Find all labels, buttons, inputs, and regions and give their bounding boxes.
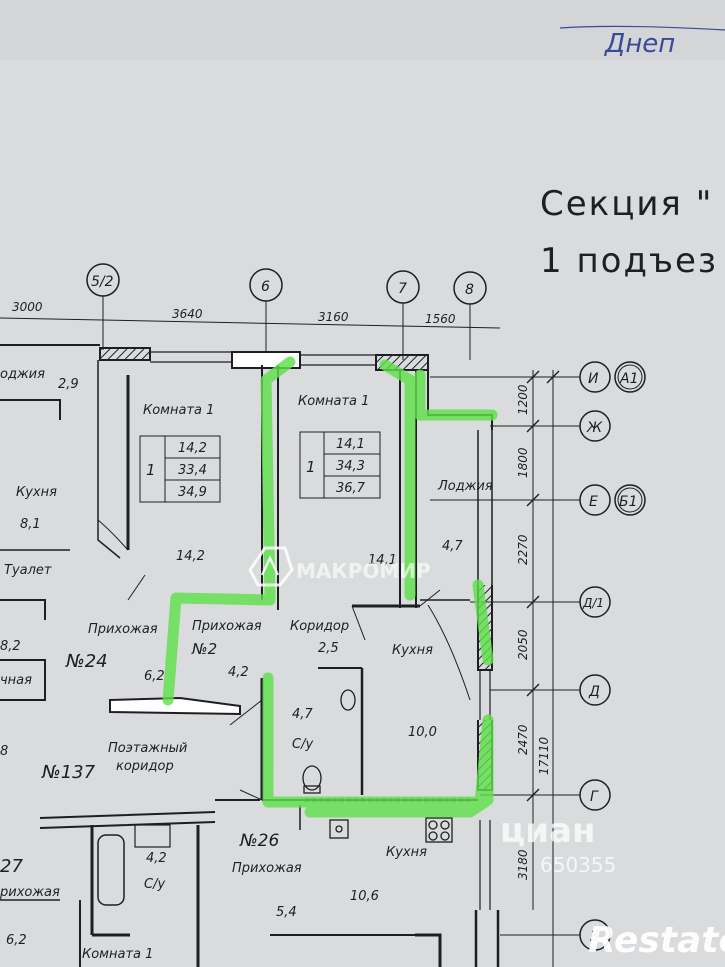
corridor-line-1: Поэтажный <box>108 741 187 756</box>
left-kitchen-label: Кухня <box>16 485 57 500</box>
left-apt-number: №24 <box>65 651 108 672</box>
left-loggia-area: 2,9 <box>58 377 79 392</box>
left-area-62: 6,2 <box>144 669 165 684</box>
restate-watermark: Restate <box>588 920 725 961</box>
axis-lines-top <box>0 296 501 360</box>
dimension-3000: 3000 <box>12 300 43 314</box>
left-kitchen-area: 8,1 <box>20 517 41 532</box>
entrance-title: 1 подъез <box>540 241 718 281</box>
left-bath-label: чная <box>0 673 32 688</box>
left-area-8: 8 <box>0 744 8 759</box>
stove-icon <box>428 820 438 830</box>
axis-label-8: 8 <box>465 282 474 298</box>
apt1-value-1: 14,2 <box>178 441 207 456</box>
apt2-room-count: 1 <box>306 458 316 476</box>
apt2-value-1: 14,1 <box>336 437 365 452</box>
left-toilet-label: Туалет <box>4 563 52 578</box>
corridor-number: №137 <box>41 762 96 783</box>
apt2-number: №2 <box>191 640 217 658</box>
apt1-value-3: 34,9 <box>178 485 207 500</box>
axis-label-e: Е <box>589 494 598 510</box>
apt26-room-label: Комната 1 <box>82 947 153 962</box>
dimension-3180: 3180 <box>516 849 530 880</box>
left-num-27: 27 <box>0 856 23 877</box>
dimension-3640: 3640 <box>172 307 203 321</box>
dimension-2270: 2270 <box>516 534 530 565</box>
dimension-ticks-right <box>526 370 560 802</box>
makromir-text: МАКРОМИР <box>296 559 431 583</box>
section-title: Секция " <box>540 184 713 224</box>
apt26-bath-area: 4,2 <box>146 851 167 866</box>
apt2-loggia-label: Лоджия <box>437 479 493 494</box>
axis-label-3: 3 <box>590 929 599 945</box>
dimension-17110: 17110 <box>537 736 551 775</box>
apt2-table <box>299 431 381 499</box>
dimension-1560: 1560 <box>425 312 456 326</box>
apt1-room-count: 1 <box>146 461 156 479</box>
fixtures <box>302 689 470 843</box>
dimension-1200: 1200 <box>516 384 530 415</box>
axis-label-6: 6 <box>261 279 270 295</box>
axis-label-zh: Ж <box>586 420 603 436</box>
apt1-room-label: Комната 1 <box>143 403 214 418</box>
apt2-hall-area: 4,2 <box>228 665 249 680</box>
left-hall-label: Прихожая <box>88 622 158 637</box>
dimension-2470: 2470 <box>516 724 530 755</box>
apt2-hall-label: Прихожая <box>192 619 262 634</box>
apt26-kitchen-label: Кухня <box>386 845 427 860</box>
handwriting-text: Днеп <box>604 29 675 59</box>
dimension-3160: 3160 <box>318 310 349 324</box>
apt2-room-label: Комната 1 <box>298 394 369 409</box>
axis-label-5-2: 5/2 <box>91 274 114 290</box>
apartment-highlight <box>162 356 498 818</box>
cian-watermark: циан <box>500 811 595 851</box>
apt1-room-area: 14,2 <box>176 549 205 564</box>
axis-label-d: Д <box>588 684 600 700</box>
apt2-value-3: 36,7 <box>336 481 366 496</box>
left-loggia-label: оджия <box>0 367 45 382</box>
apt2-corridor-label: Коридор <box>290 619 349 634</box>
apt2-corridor-area: 2,5 <box>318 641 339 656</box>
apt2-bath-area: 4,7 <box>292 707 313 722</box>
apt26-bath-label: С/у <box>144 877 165 892</box>
apt26-hall-label: Прихожая <box>232 861 302 876</box>
handwriting-underline <box>559 25 725 31</box>
apt2-bath-label: С/у <box>292 737 313 752</box>
apt26-number: №26 <box>239 831 279 851</box>
apt2-kitchen-label: Кухня <box>392 643 433 658</box>
apt2-loggia-area: 4,7 <box>442 539 463 554</box>
axis-label-d1: Д/1 <box>582 596 604 610</box>
dimension-1800: 1800 <box>516 447 530 478</box>
axis-label-a1: А1 <box>619 371 638 387</box>
apt1-table <box>139 435 221 503</box>
apt26-area-54: 5,4 <box>276 905 297 920</box>
apt2-kitchen-area: 10,0 <box>408 725 437 740</box>
restate-text: Restate <box>588 920 725 961</box>
apt1-value-2: 33,4 <box>178 463 207 478</box>
left-toilet-area: 8,2 <box>0 639 21 654</box>
corridor-line-2: коридор <box>116 759 174 774</box>
sink-icon <box>340 689 356 711</box>
makromir-logo-icon <box>248 546 294 587</box>
axis-label-g: Г <box>590 789 599 805</box>
axis-label-7: 7 <box>398 281 407 297</box>
toilet-icon <box>302 765 322 791</box>
apt26-kitchen-area: 10,6 <box>350 889 379 904</box>
dimension-2050: 2050 <box>516 629 530 660</box>
apt2-value-2: 34,3 <box>336 459 365 474</box>
apt2-room-area: 14,1 <box>368 553 397 568</box>
phone-watermark: 650355 <box>540 853 616 877</box>
left-hall-2: рихожая <box>0 885 60 900</box>
makromir-watermark: МАКРОМИР <box>248 546 431 587</box>
left-bottom-area: 6,2 <box>6 933 27 948</box>
axis-bubbles-right: И А1 Ж Е Б1 Д/1 Д Г 3 <box>579 361 646 951</box>
axis-label-i: И <box>588 371 599 387</box>
axis-label-b1: Б1 <box>619 494 638 510</box>
